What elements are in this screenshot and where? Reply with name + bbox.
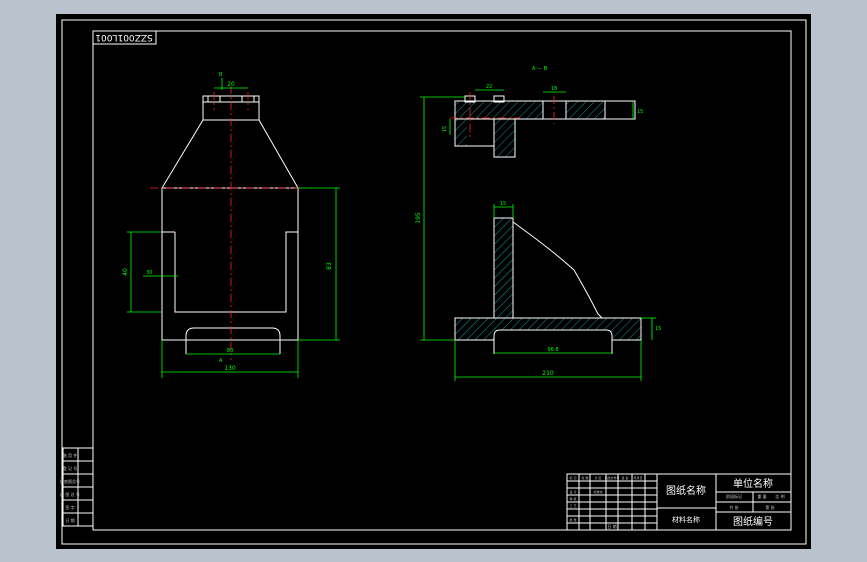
side-dim-top-a-text: 22 [486, 84, 492, 90]
front-taper [161, 119, 299, 341]
front-dim-left-b-text: 30 [146, 270, 152, 276]
tb-cell-9: 工 艺 [570, 503, 577, 508]
side-dim-inner-text: 96.8 [547, 347, 558, 353]
side-dim-left-small-text: 15 [442, 126, 448, 132]
tb-cell-6: 设 计 [570, 489, 577, 494]
left-table-cell-5: 签 字 [65, 504, 74, 510]
tb-cell-13: 比 例 [775, 493, 784, 499]
left-table-cell-2: 登 记 号 [63, 465, 78, 471]
side-gusset [512, 221, 603, 319]
tb-drawing-name: 图纸名称 [666, 484, 706, 497]
front-view: 20 130 83 40 30 80 A B [122, 72, 340, 378]
side-left-lip [454, 119, 494, 147]
code-box [92, 30, 157, 45]
side-dim-total-text: 210 [542, 370, 554, 377]
tb-bottom-cell: 日 期 [607, 523, 616, 529]
side-rib [493, 217, 514, 318]
front-dim-width-text: 130 [224, 365, 236, 372]
tb-cell-8: 审 核 [570, 496, 577, 501]
tb-cell-4: 签 名 [622, 475, 629, 480]
tb-cell-0: 标 记 [570, 475, 577, 480]
tb-cell-7: 标准化 [593, 489, 602, 494]
left-table-cell-6: 日 期 [65, 517, 74, 523]
side-base-groove [494, 330, 612, 354]
tb-cell-11: 阶段标记 [726, 493, 742, 499]
side-dim-top-b-text: 18 [551, 86, 557, 92]
tb-cell-10: 批 准 [570, 517, 577, 522]
side-left-lip-hatch [455, 119, 467, 146]
drawing-canvas[interactable] [56, 14, 811, 549]
side-hang-web-hatch [494, 119, 515, 157]
side-dim-rib-text: 15 [500, 201, 506, 207]
side-top-bore [543, 101, 566, 119]
side-dim-base-right-text: 15 [655, 326, 661, 332]
tb-cell-1: 处 数 [582, 475, 589, 480]
tb-cell-5: 年月日 [633, 475, 642, 480]
tb-unit-name: 单位名称 [733, 477, 773, 490]
front-dim-top-text: 20 [227, 81, 235, 88]
front-dim-height-text: 83 [326, 262, 333, 270]
tb-drawing-number: 图纸编号 [733, 515, 773, 528]
left-side-table: 借 用 件 登 记 号 旧底图总号 底 图 总 号 签 字 日 期 [60, 447, 94, 527]
left-table-cell-4: 底 图 总 号 [60, 491, 80, 497]
front-inner-slot [174, 231, 298, 313]
side-hang-web [493, 118, 516, 158]
tb-cell-2: 分 区 [595, 475, 602, 480]
side-base-groove-line [493, 329, 613, 354]
side-top-recess-b [493, 95, 505, 103]
front-dim-left-text: 40 [122, 268, 129, 276]
left-table-cell-1: 借 用 件 [63, 452, 78, 458]
side-top-end-plate [604, 100, 636, 120]
outer-border [61, 19, 807, 545]
side-view: A — B [415, 66, 661, 381]
tb-cell-15: 第 张 [765, 504, 774, 510]
tb-cell-12: 重 量 [757, 493, 766, 499]
code-box-text: SZZ001L001 [95, 32, 152, 42]
front-section-mark-top: B [219, 72, 223, 78]
tb-cell-14: 共 张 [729, 504, 738, 510]
left-table-cell-3: 旧底图总号 [60, 478, 80, 484]
front-section-mark: A [219, 358, 223, 364]
front-bottom-groove [185, 327, 281, 354]
tb-material-name: 材料名称 [672, 515, 700, 524]
title-block: 标 记 处 数 分 区 更改文件号 签 名 年月日 设 计 标准化 审 核 工 … [566, 473, 792, 531]
side-dim-right-text: 15 [637, 109, 643, 115]
side-top-arm-hatch [455, 101, 605, 119]
front-dim-bottom-text: 80 [227, 348, 233, 354]
tb-cell-3: 更改文件号 [604, 475, 619, 480]
side-rib-hatch [494, 218, 513, 318]
side-top-bore-outline [542, 100, 567, 120]
side-section-title: A — B [532, 66, 548, 72]
inner-border [92, 30, 792, 531]
side-dim-height-text: 195 [415, 212, 422, 224]
